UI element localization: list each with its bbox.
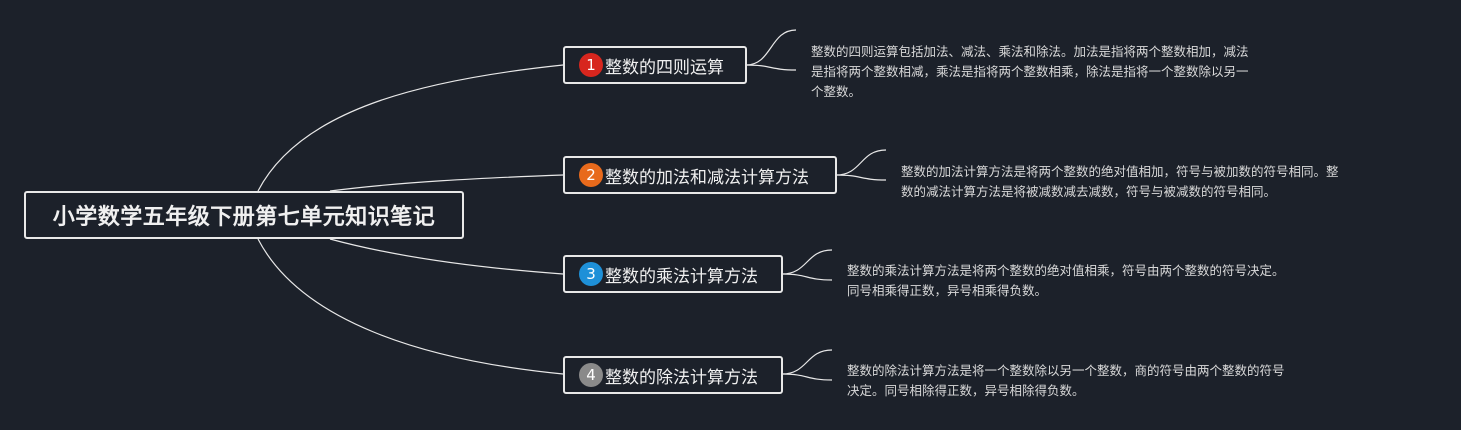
note-line: 个整数。	[811, 84, 862, 99]
note-line: 整数的四则运算包括加法、减法、乘法和除法。加法是指将两个整数相加，减法	[811, 44, 1249, 59]
topic-title-1: 整数的四则运算	[605, 57, 724, 78]
number-badge-3: 3	[579, 262, 603, 286]
topic-title-3: 整数的乘法计算方法	[605, 266, 758, 287]
connector-topic-1-note	[745, 29, 797, 66]
connector-root-topic-3	[329, 238, 564, 275]
topic-note-2: 整数的加法计算方法是将两个整数的绝对值相加，符号与被加数的符号相同。整 数的减法…	[901, 162, 1339, 202]
number-badge-2: 2	[579, 163, 603, 187]
root-title: 小学数学五年级下册第七单元知识笔记	[52, 205, 436, 230]
note-line: 整数的乘法计算方法是将两个整数的绝对值相乘，符号由两个整数的符号决定。	[847, 263, 1285, 278]
connector-topic-4-note	[781, 349, 833, 375]
note-line: 是指将两个整数相减，乘法是指将两个整数相乘，除法是指将一个整数除以另一	[811, 64, 1249, 79]
note-line: 同号相乘得正数，异号相乘得负数。	[847, 283, 1048, 298]
number-badge-4: 4	[579, 363, 603, 387]
topic-note-1: 整数的四则运算包括加法、减法、乘法和除法。加法是指将两个整数相加，减法 是指将两…	[811, 42, 1249, 102]
connector-topic-3-note	[781, 249, 833, 275]
note-line: 整数的除法计算方法是将一个整数除以另一个整数，商的符号由两个整数的符号	[847, 363, 1285, 378]
note-line: 数的减法计算方法是将被减数减去减数，符号与被减数的符号相同。	[901, 184, 1277, 199]
connector-root-topic-2	[329, 174, 564, 192]
topic-note-3: 整数的乘法计算方法是将两个整数的绝对值相乘，符号由两个整数的符号决定。 同号相乘…	[847, 261, 1285, 301]
topic-note-4: 整数的除法计算方法是将一个整数除以另一个整数，商的符号由两个整数的符号 决定。同…	[847, 361, 1285, 401]
connector-topic-1-note-b	[745, 64, 797, 71]
topic-title-4: 整数的除法计算方法	[605, 367, 758, 388]
topic-node-1[interactable]: 1 整数的四则运算	[563, 46, 747, 84]
connector-topic-4-note-b	[781, 373, 833, 381]
topic-node-4[interactable]: 4 整数的除法计算方法	[563, 356, 783, 394]
connector-root-topic-4	[257, 238, 564, 375]
connector-root-topic-1	[257, 64, 564, 192]
note-line: 决定。同号相除得正数，异号相除得负数。	[847, 383, 1085, 398]
topic-node-2[interactable]: 2 整数的加法和减法计算方法	[563, 156, 837, 194]
connector-topic-3-note-b	[781, 273, 833, 281]
connector-topic-2-note	[835, 149, 887, 176]
number-badge-1: 1	[579, 53, 603, 77]
connector-topic-2-note-b	[835, 174, 887, 181]
note-line: 整数的加法计算方法是将两个整数的绝对值相加，符号与被加数的符号相同。整	[901, 164, 1339, 179]
root-node[interactable]: 小学数学五年级下册第七单元知识笔记	[24, 191, 464, 239]
topic-node-3[interactable]: 3 整数的乘法计算方法	[563, 255, 783, 293]
topic-title-2: 整数的加法和减法计算方法	[605, 167, 809, 188]
